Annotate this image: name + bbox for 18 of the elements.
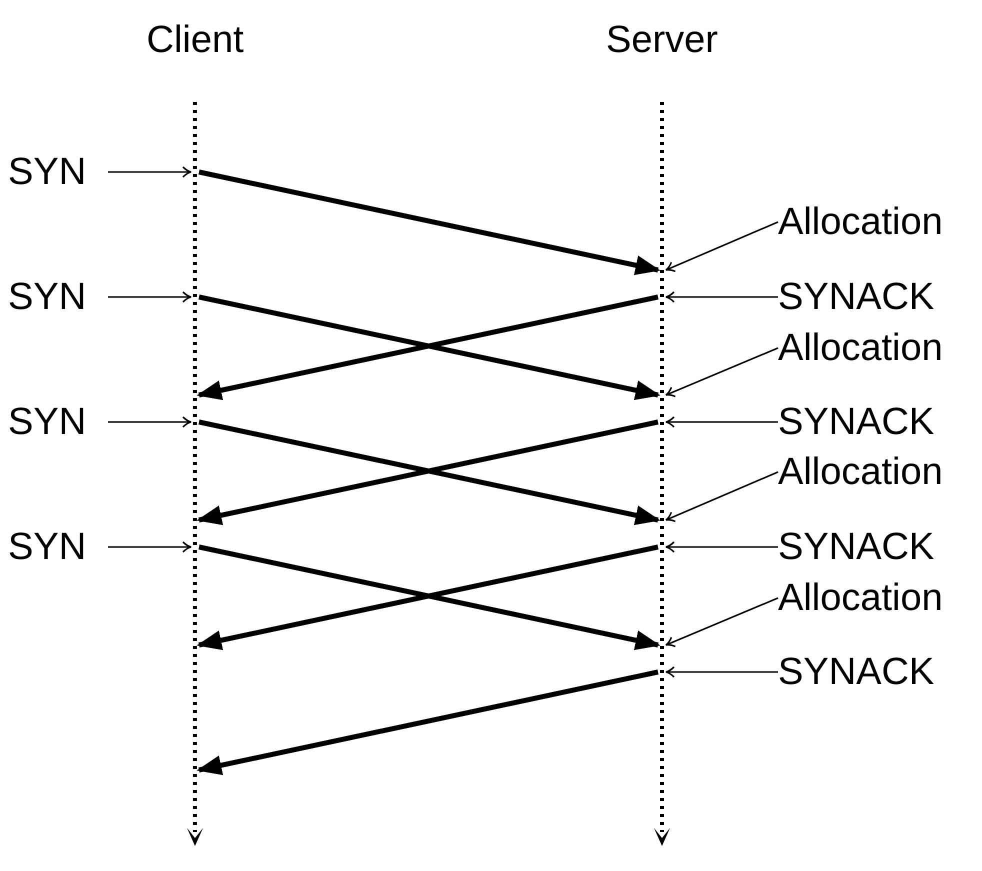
lifeline xyxy=(191,100,199,832)
message-label: SYNACK xyxy=(778,650,974,694)
message-label: SYNACK xyxy=(778,525,974,569)
message-label: SYNACK xyxy=(778,275,974,319)
lifeline-heading: Server xyxy=(606,18,718,62)
message-label: Allocation xyxy=(778,200,978,244)
message-label: SYN xyxy=(8,525,108,569)
lifeline-heading: Client xyxy=(146,18,244,62)
message-label: Allocation xyxy=(778,576,978,620)
message-label: Allocation xyxy=(778,450,978,494)
message-label: SYN xyxy=(8,400,108,444)
message-label: SYNACK xyxy=(778,400,974,444)
message-label: SYN xyxy=(8,275,108,319)
lifeline xyxy=(658,100,666,832)
message-label: Allocation xyxy=(778,326,978,370)
message-arrow xyxy=(198,170,660,276)
message-arrow xyxy=(196,670,659,776)
message-label: SYN xyxy=(8,150,108,194)
